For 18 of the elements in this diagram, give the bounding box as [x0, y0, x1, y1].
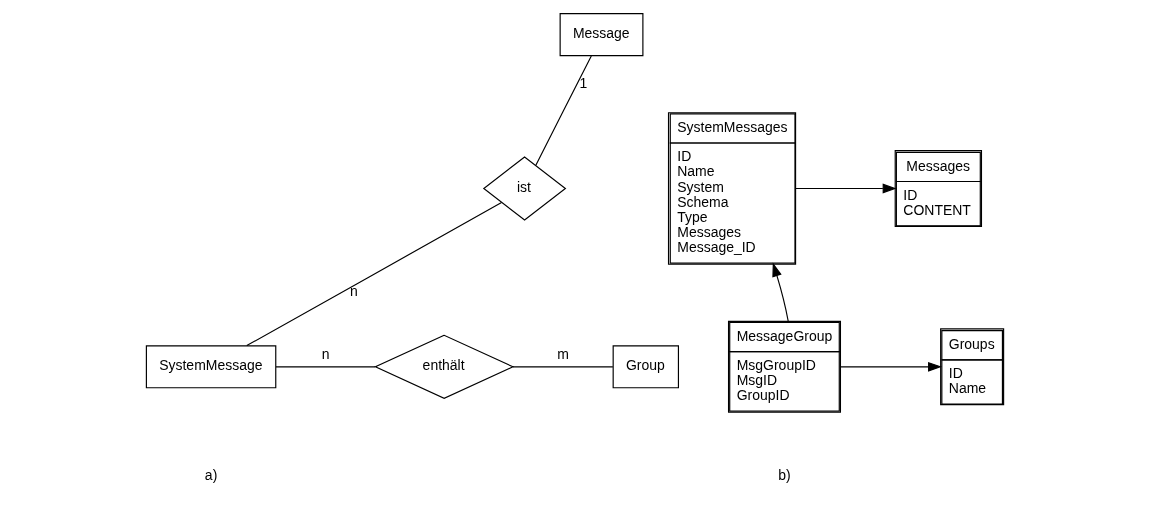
- node-box: SystemMessage: [145, 344, 277, 388]
- node-box: Group: [612, 344, 680, 388]
- label: b): [778, 466, 791, 483]
- edge-label: 1: [579, 74, 588, 91]
- arrow: [795, 183, 897, 193]
- node-diamond: ist: [482, 155, 567, 221]
- arrow: [772, 262, 789, 322]
- connector: [275, 365, 376, 367]
- node-box: Message: [559, 12, 644, 56]
- connector: [535, 54, 592, 166]
- connector: [246, 201, 503, 346]
- edge-label: n: [349, 282, 358, 299]
- edge-label: m: [557, 345, 569, 362]
- arrow: [840, 361, 943, 372]
- connector: [512, 365, 614, 367]
- edge-label: n: [321, 345, 330, 362]
- node-diamond: enthält: [374, 334, 515, 399]
- label: a): [204, 466, 218, 483]
